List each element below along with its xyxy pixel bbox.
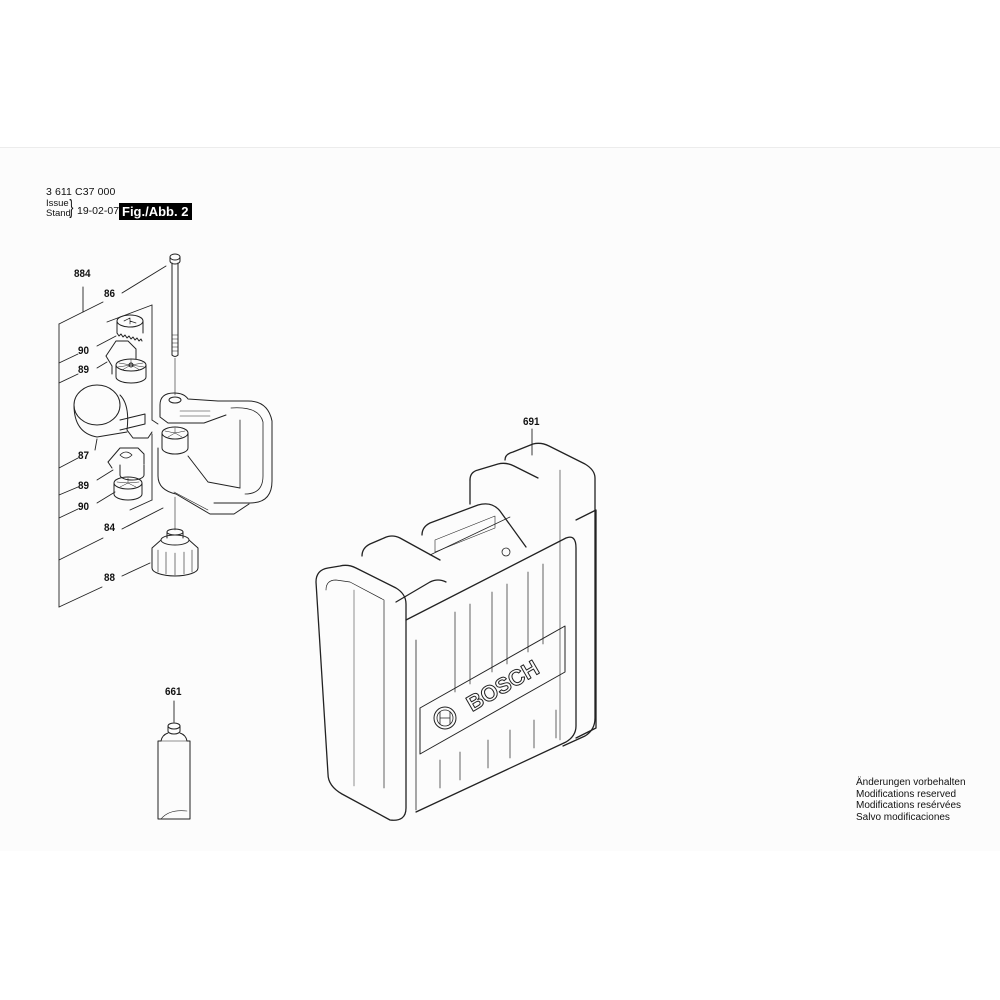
callout-84: 84: [104, 522, 116, 534]
callout-86: 86: [104, 288, 116, 300]
callout-88: 88: [104, 572, 116, 584]
notice-line-en: Modifications reserved: [856, 788, 957, 800]
issue-stand-label: Issue Stand: [46, 199, 71, 219]
callout-691: 691: [523, 416, 540, 428]
clamp-block-89-upper: [105, 340, 147, 384]
part-number: 3 611 C37 000: [46, 186, 116, 198]
clamp-block-89-lower: [107, 447, 145, 481]
callout-661: 661: [165, 686, 182, 698]
callout-90-upper: 90: [78, 345, 90, 357]
callout-89-lower: 89: [78, 480, 90, 492]
callout-89-upper: 89: [78, 364, 90, 376]
knob-88: [151, 528, 199, 577]
notice-line-fr: Modifications resérvées: [856, 800, 962, 811]
callout-87: 87: [78, 450, 90, 462]
toothed-washer-90-upper: [116, 314, 144, 342]
toothed-washer-90-lower: [113, 476, 143, 501]
leader-lines: [58, 265, 533, 723]
carrying-case-691: [315, 442, 597, 821]
clamping-band-87: [73, 384, 153, 439]
notice-line-es: Salvo modificaciones: [856, 811, 950, 823]
callout-90-lower: 90: [78, 501, 90, 513]
modifications-notice: Änderungen vorbehalten Modifications res…: [856, 777, 966, 823]
issue-label: Issue: [46, 198, 69, 209]
grease-tube-661: [157, 722, 191, 820]
figure-label: Fig./Abb. 2: [119, 203, 193, 220]
callout-884: 884: [74, 268, 91, 280]
notice-line-de: Änderungen vorbehalten: [856, 777, 966, 788]
stand-label: Stand: [46, 208, 71, 219]
bolt-86: [169, 253, 181, 396]
issue-date: 19-02-07: [77, 205, 120, 217]
brace-glyph: }: [69, 197, 74, 219]
handle-84: [157, 392, 273, 531]
